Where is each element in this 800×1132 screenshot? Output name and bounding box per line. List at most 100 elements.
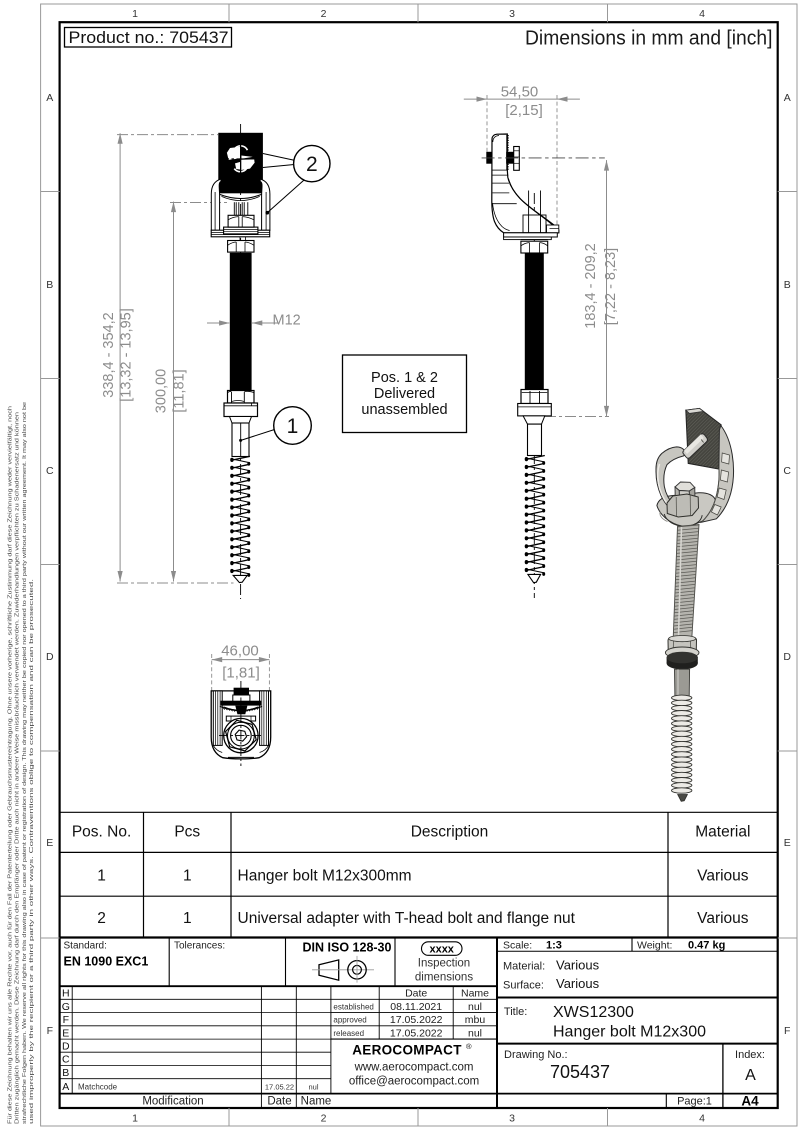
svg-text:2: 2	[97, 910, 106, 927]
svg-text:DIN ISO 128-30: DIN ISO 128-30	[303, 941, 392, 955]
svg-text:D: D	[46, 651, 54, 663]
svg-text:®: ®	[466, 1042, 472, 1051]
svg-text:AEROCOMPACT: AEROCOMPACT	[352, 1043, 462, 1058]
svg-text:A: A	[46, 92, 53, 104]
svg-text:EN 1090 EXC1: EN 1090 EXC1	[64, 955, 149, 969]
svg-text:Dritten zugänglich gemacht wer: Dritten zugänglich gemacht werden. Diese…	[15, 412, 21, 1124]
svg-text:M12: M12	[273, 313, 301, 329]
svg-text:B: B	[46, 279, 53, 291]
svg-text:F: F	[784, 1025, 790, 1037]
svg-text:Delivered: Delivered	[374, 386, 435, 402]
svg-text:[7,22 - 8,23]: [7,22 - 8,23]	[603, 248, 619, 325]
svg-text:1: 1	[183, 910, 192, 927]
svg-text:Various: Various	[556, 958, 600, 973]
svg-text:1: 1	[132, 8, 138, 20]
svg-text:Name: Name	[301, 1096, 332, 1108]
svg-text:mbu: mbu	[465, 1014, 486, 1026]
svg-text:1: 1	[183, 868, 192, 885]
svg-text:08.11.2021: 08.11.2021	[390, 1001, 442, 1013]
svg-text:A: A	[745, 1067, 756, 1084]
svg-text:D: D	[62, 1040, 70, 1052]
svg-text:released: released	[333, 1029, 364, 1038]
svg-text:B: B	[784, 279, 791, 291]
svg-text:Page:1: Page:1	[677, 1096, 712, 1108]
svg-text:4: 4	[699, 1113, 705, 1125]
svg-text:183,4 - 209,2: 183,4 - 209,2	[583, 243, 599, 328]
svg-text:300,00: 300,00	[153, 369, 169, 413]
svg-text:Index:: Index:	[735, 1049, 765, 1061]
svg-text:G: G	[62, 1001, 70, 1013]
svg-text:3: 3	[509, 1113, 515, 1125]
svg-text:H: H	[62, 988, 70, 1000]
svg-text:Various: Various	[697, 910, 749, 927]
svg-text:C: C	[783, 465, 791, 477]
svg-text:3: 3	[509, 8, 515, 20]
svg-text:Material:: Material:	[503, 961, 545, 973]
svg-text:Product no.: 705437: Product no.: 705437	[69, 29, 229, 47]
svg-text:strafrechtliche Folgen haben.: strafrechtliche Folgen haben. We reserve…	[22, 402, 28, 1124]
svg-text:Dimensions in mm and [inch]: Dimensions in mm and [inch]	[525, 27, 773, 50]
svg-text:nul: nul	[308, 1082, 318, 1091]
svg-text:2: 2	[306, 153, 318, 176]
svg-text:17.05.2022: 17.05.2022	[390, 1027, 443, 1039]
svg-text:A4: A4	[741, 1094, 759, 1109]
svg-text:E: E	[784, 837, 791, 849]
svg-text:705437: 705437	[550, 1062, 610, 1082]
svg-text:Pcs: Pcs	[174, 824, 200, 841]
svg-text:Drawing No.:: Drawing No.:	[504, 1049, 568, 1061]
svg-text:Title:: Title:	[504, 1006, 527, 1018]
svg-text:4: 4	[699, 8, 705, 20]
svg-text:1: 1	[287, 415, 299, 438]
svg-text:Surface:: Surface:	[503, 980, 544, 992]
svg-text:C: C	[46, 465, 54, 477]
svg-text:17.05.22: 17.05.22	[265, 1082, 294, 1091]
svg-text:A: A	[784, 92, 791, 104]
svg-text:Universal adapter with T-head: Universal adapter with T-head bolt and f…	[238, 910, 576, 927]
svg-text:nul: nul	[468, 1001, 482, 1013]
svg-text:Hanger bolt M12x300mm: Hanger bolt M12x300mm	[238, 868, 412, 885]
svg-text:Name: Name	[461, 987, 489, 999]
svg-text:office@aerocompact.com: office@aerocompact.com	[349, 1076, 479, 1088]
svg-text:established: established	[333, 1003, 373, 1012]
svg-text:1: 1	[97, 868, 106, 885]
svg-text:17.05.2022: 17.05.2022	[390, 1014, 443, 1026]
svg-text:Standard:: Standard:	[64, 941, 107, 952]
svg-text:Hanger bolt M12x300: Hanger bolt M12x300	[553, 1024, 706, 1041]
svg-text:Various: Various	[556, 976, 600, 991]
svg-text:2: 2	[321, 1113, 327, 1125]
svg-text:[11,81]: [11,81]	[171, 369, 187, 412]
svg-text:dimensions: dimensions	[415, 972, 473, 984]
svg-text:used improperly by the recipie: used improperly by the recipient or a th…	[29, 579, 35, 1124]
svg-text:Description: Description	[411, 824, 489, 841]
svg-text:www.aerocompact.com: www.aerocompact.com	[354, 1062, 474, 1074]
svg-text:Inspection: Inspection	[418, 957, 470, 969]
svg-text:E: E	[46, 837, 53, 849]
svg-text:F: F	[63, 1014, 69, 1026]
svg-text:[1,81]: [1,81]	[222, 665, 260, 682]
svg-text:XWS12300: XWS12300	[553, 1004, 634, 1021]
svg-text:Pos. No.: Pos. No.	[72, 824, 131, 841]
svg-text:A: A	[62, 1081, 69, 1093]
svg-text:E: E	[62, 1027, 69, 1039]
svg-text:D: D	[783, 651, 791, 663]
svg-text:54,50: 54,50	[501, 84, 539, 101]
svg-text:Modification: Modification	[142, 1096, 203, 1108]
svg-text:338,4 - 354,2: 338,4 - 354,2	[101, 312, 117, 397]
svg-text:1: 1	[132, 1113, 138, 1125]
svg-text:[13,32 - 13,95]: [13,32 - 13,95]	[119, 308, 135, 402]
svg-text:[2,15]: [2,15]	[505, 102, 543, 119]
svg-text:Scale:: Scale:	[503, 940, 532, 952]
svg-text:0.47 kg: 0.47 kg	[688, 940, 725, 952]
svg-text:nul: nul	[468, 1027, 482, 1039]
svg-text:Weight:: Weight:	[637, 940, 672, 952]
svg-text:Material: Material	[695, 824, 750, 841]
svg-text:Tolerances:: Tolerances:	[174, 941, 225, 952]
svg-text:2: 2	[321, 8, 327, 20]
svg-text:xxxx: xxxx	[429, 943, 454, 955]
svg-text:Date: Date	[405, 987, 427, 999]
svg-text:Pos. 1 & 2: Pos. 1 & 2	[371, 370, 438, 386]
svg-text:unassembled: unassembled	[361, 402, 447, 418]
svg-text:B: B	[62, 1067, 69, 1079]
svg-text:Date: Date	[267, 1096, 291, 1108]
svg-text:approved: approved	[333, 1016, 366, 1025]
